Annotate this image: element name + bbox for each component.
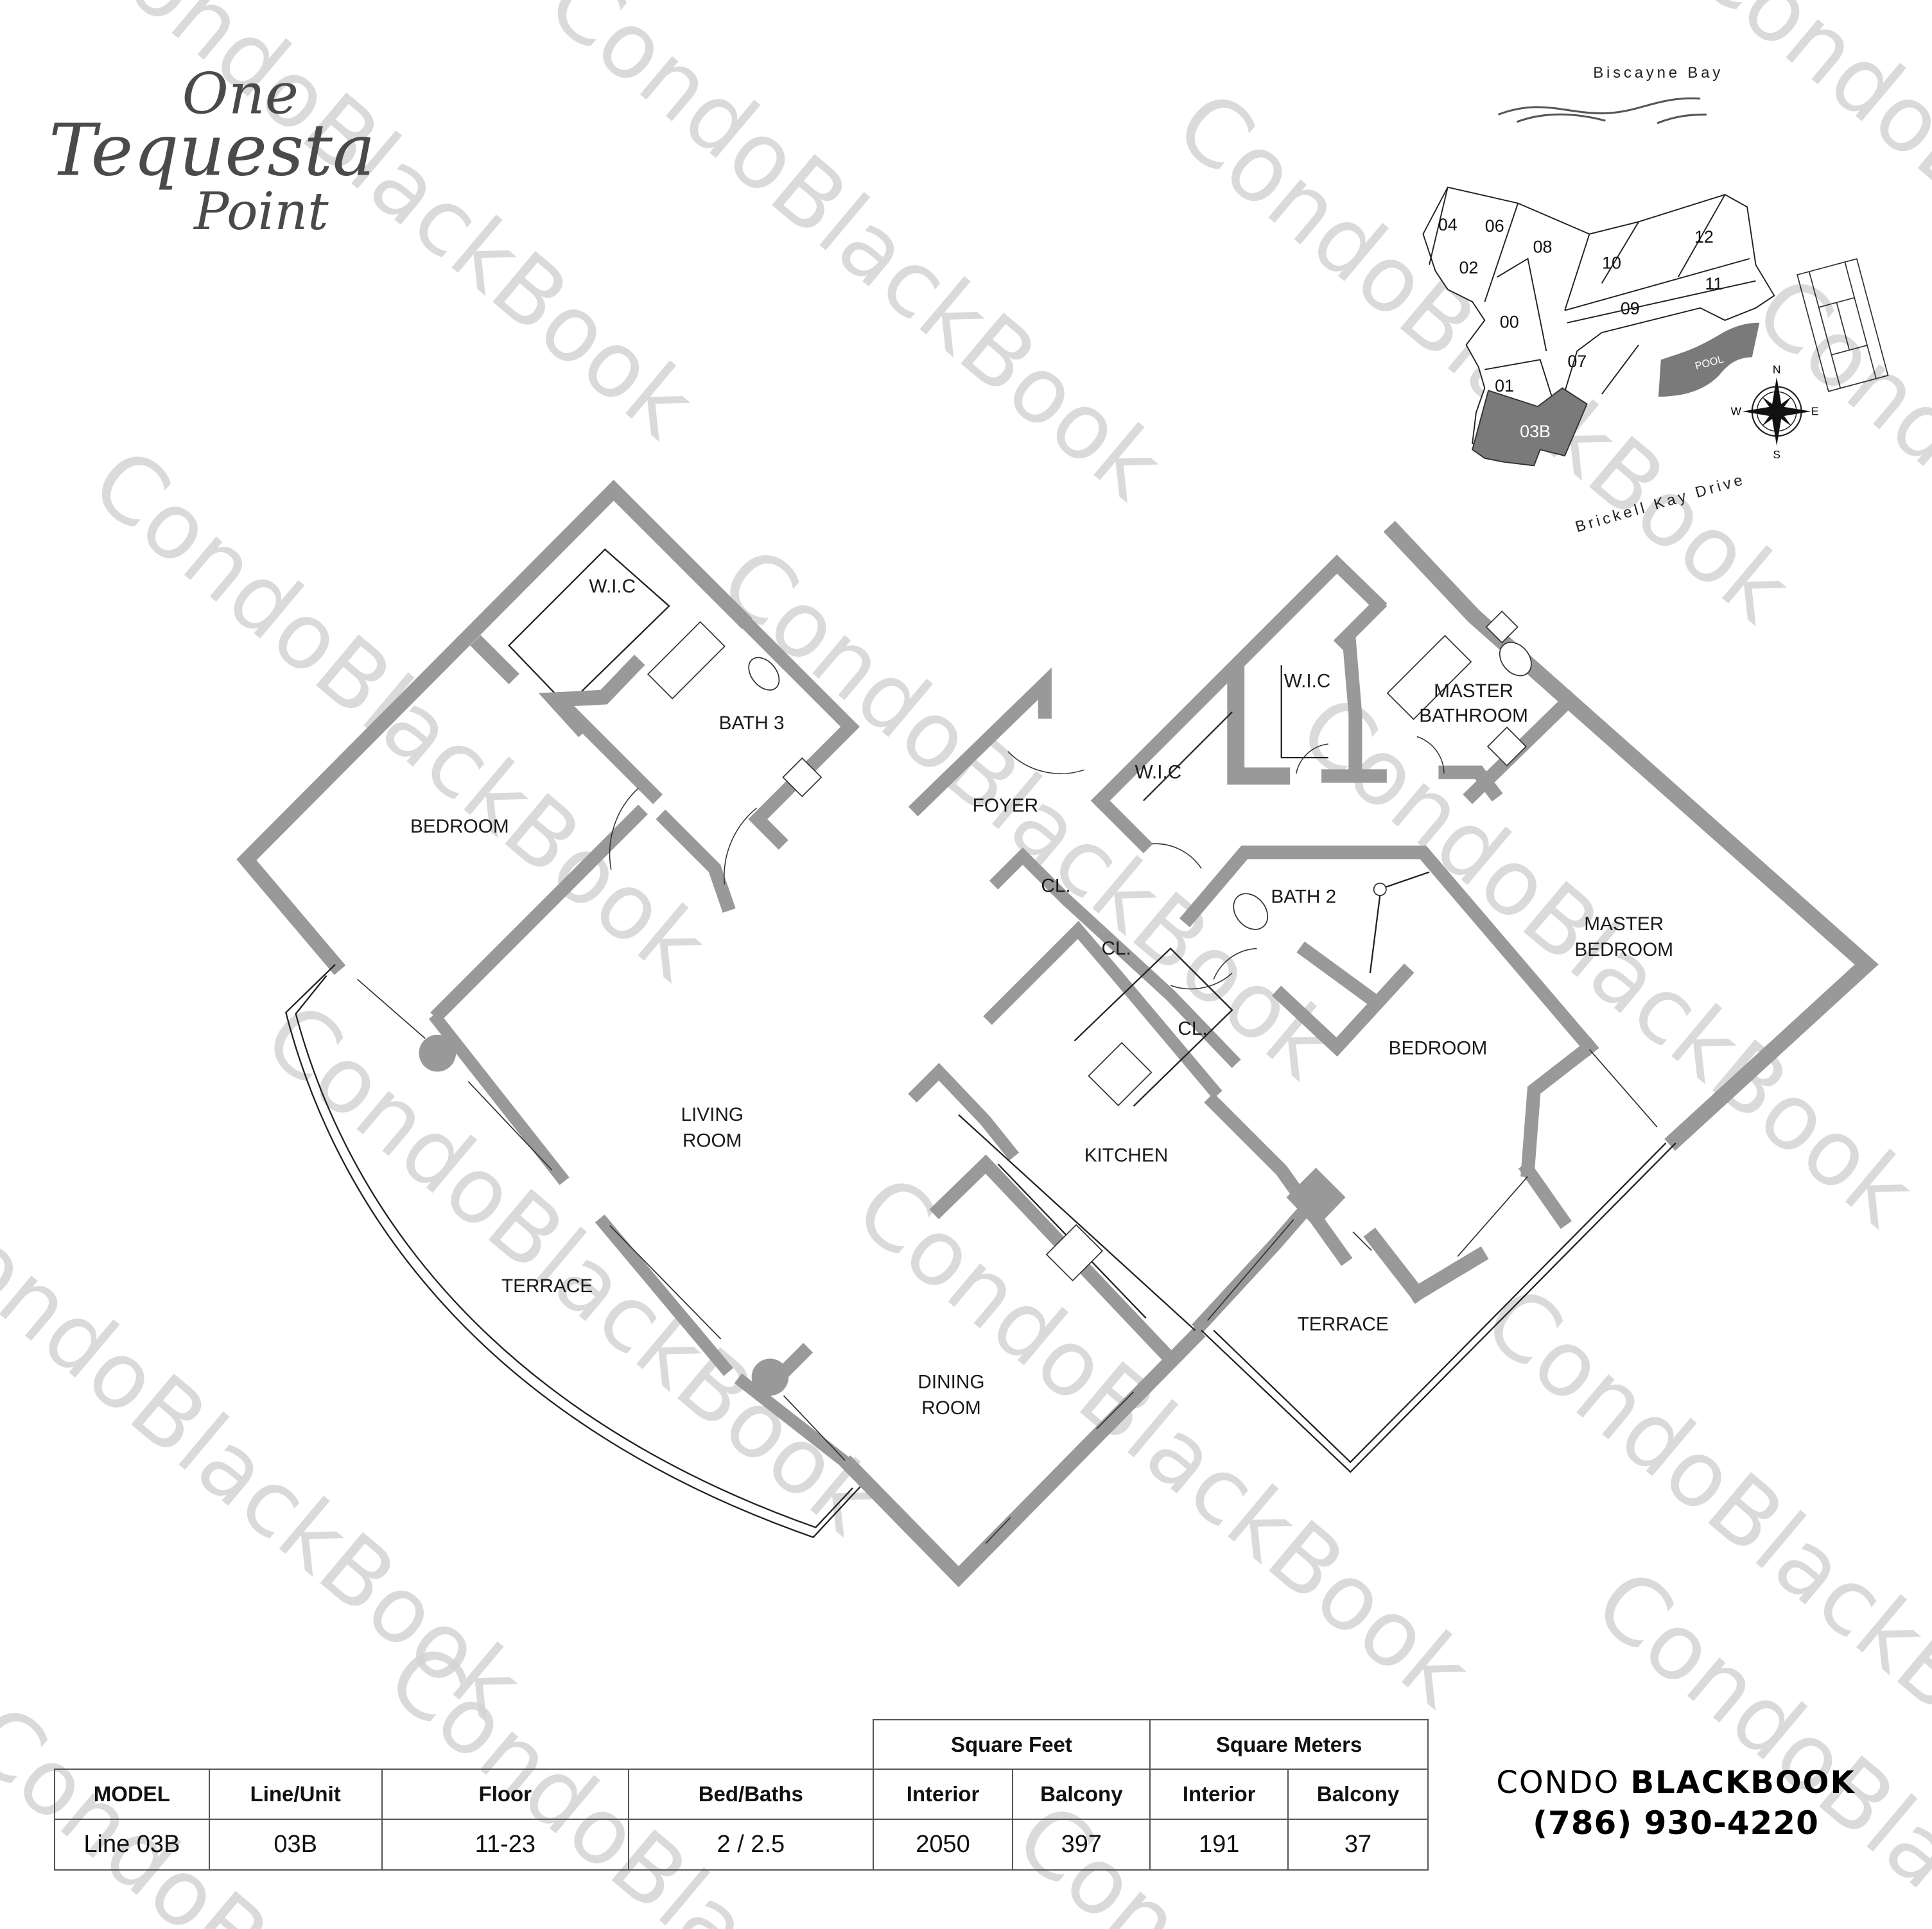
room-labels: W.I.C BATH 3 BEDROOM FOYER W.I.C W.I.C M… (410, 576, 1673, 1419)
svg-text:Tequesta: Tequesta (49, 109, 375, 192)
room-label-terrace-2: TERRACE (1298, 1313, 1389, 1335)
room-label-terrace: TERRACE (501, 1276, 593, 1297)
cell-bed-baths: 2 / 2.5 (628, 1819, 874, 1871)
cell-sqft-interior: 2050 (872, 1819, 1014, 1871)
header-sqm-interior: Interior (1149, 1769, 1289, 1820)
header-sqft-balcony: Balcony (1012, 1769, 1151, 1820)
svg-text:Point: Point (193, 182, 329, 242)
one-tequesta-point-logo: One Tequesta Point (49, 61, 375, 242)
svg-text:07: 07 (1567, 352, 1587, 371)
room-label-bedroom: BEDROOM (410, 816, 509, 837)
room-label-master-bedroom: MASTER (1584, 913, 1664, 935)
svg-text:CondoBlackBook: CondoBlackBook (245, 983, 898, 1555)
cell-model: Line 03B (54, 1819, 210, 1871)
condo-blackbook-brand: CONDO BLACKBOOK (786) 930-4220 (1458, 1762, 1894, 1843)
svg-text:One: One (182, 61, 299, 127)
compass-rose-icon: N S W E (1731, 363, 1819, 460)
svg-text:09: 09 (1621, 298, 1640, 318)
room-label-foyer: FOYER (973, 795, 1038, 817)
svg-text:01: 01 (1495, 376, 1514, 395)
svg-text:ROOM: ROOM (683, 1130, 742, 1151)
svg-text:00: 00 (1500, 312, 1519, 331)
room-label-closet: CL. (1101, 938, 1131, 959)
room-label-living-room: LIVING (681, 1104, 744, 1125)
room-label-closet: CL. (1178, 1018, 1207, 1039)
svg-text:N: N (1773, 363, 1780, 376)
header-floor: Floor (381, 1769, 630, 1820)
brand-phone[interactable]: (786) 930-4220 (1533, 1804, 1819, 1842)
svg-text:CondoBlackBook: CondoBlackBook (836, 1155, 1490, 1727)
brand-name: CONDO BLACKBOOK (1496, 1765, 1856, 1801)
svg-text:ROOM: ROOM (921, 1397, 981, 1419)
water-waves-icon (1497, 97, 1707, 125)
svg-text:S: S (1773, 448, 1780, 461)
room-label-kitchen: KITCHEN (1084, 1145, 1169, 1166)
key-plan: Biscayne Bay 04 06 08 02 10 12 00 09 (1422, 64, 1889, 536)
svg-text:03B: 03B (1520, 422, 1551, 441)
highlighted-unit-03b (1472, 387, 1588, 467)
cell-line-unit: 03B (208, 1819, 383, 1871)
cell-sqm-balcony: 37 (1287, 1819, 1429, 1871)
room-label-wic-master: W.I.C (1284, 671, 1331, 692)
room-label-bath3: BATH 3 (719, 713, 785, 734)
room-label-master-bath: MASTER (1434, 680, 1513, 702)
svg-text:04: 04 (1438, 215, 1458, 234)
svg-text:BATHROOM: BATHROOM (1419, 705, 1528, 726)
floor-plan (236, 480, 1879, 1587)
svg-text:W: W (1731, 405, 1742, 418)
room-label-bedroom-2: BEDROOM (1389, 1038, 1488, 1059)
tennis-court-icon (1797, 258, 1889, 392)
svg-text:08: 08 (1533, 237, 1553, 256)
cell-sqft-balcony: 397 (1012, 1819, 1151, 1871)
svg-text:CondoBlackBook: CondoBlackBook (1280, 675, 1932, 1247)
svg-text:02: 02 (1459, 258, 1478, 277)
biscayne-bay-label: Biscayne Bay (1593, 64, 1723, 82)
building-outline (1422, 186, 1775, 457)
room-label-wic: W.I.C (589, 576, 636, 597)
svg-text:E: E (1811, 405, 1819, 418)
pool-shape (1658, 322, 1760, 397)
room-label-wic: W.I.C (1135, 762, 1182, 783)
header-line-unit: Line/Unit (208, 1769, 383, 1820)
square-feet-header: Square Feet (872, 1719, 1151, 1770)
svg-text:12: 12 (1694, 227, 1714, 247)
svg-text:06: 06 (1485, 216, 1504, 236)
cell-floor: 11-23 (381, 1819, 630, 1871)
header-model: MODEL (54, 1769, 210, 1820)
header-sqft-interior: Interior (872, 1769, 1014, 1820)
room-label-dining-room: DINING (918, 1372, 984, 1393)
square-meters-header: Square Meters (1149, 1719, 1429, 1770)
svg-text:11: 11 (1705, 274, 1723, 293)
svg-text:BEDROOM: BEDROOM (1574, 939, 1673, 960)
cell-sqm-interior: 191 (1149, 1819, 1289, 1871)
table-row: Line 03B 03B 11-23 2 / 2.5 2050 397 191 … (54, 1819, 1429, 1871)
header-bed-baths: Bed/Baths (628, 1769, 874, 1820)
room-label-bath2: BATH 2 (1271, 887, 1336, 908)
unit-spec-table: Square Feet Square Meters MODEL Line/Uni… (54, 1719, 1429, 1871)
room-label-closet: CL. (1041, 875, 1070, 896)
header-sqm-balcony: Balcony (1287, 1769, 1429, 1820)
svg-text:10: 10 (1602, 253, 1621, 272)
